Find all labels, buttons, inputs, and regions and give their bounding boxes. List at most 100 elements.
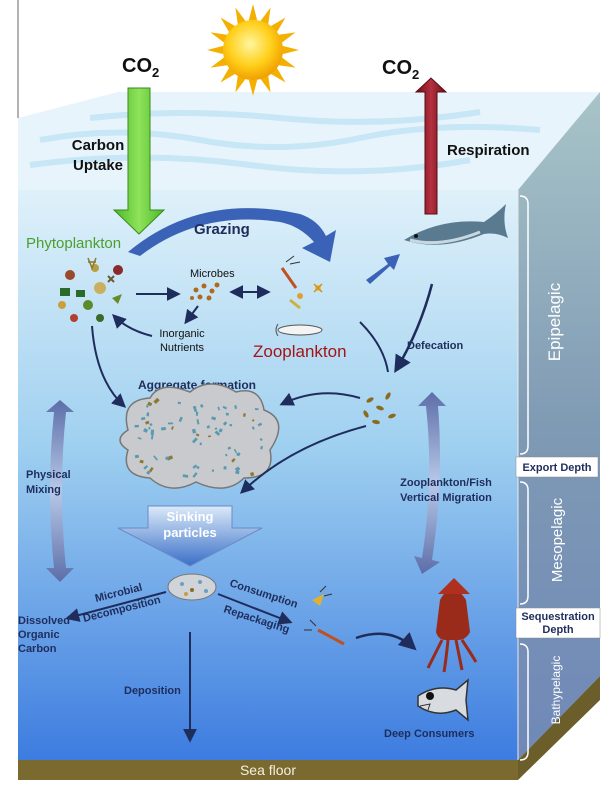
aggregate-particle <box>235 470 240 475</box>
aggregate-particle <box>222 421 228 426</box>
aggregate-particle <box>150 429 155 435</box>
aggregate-particle <box>167 422 174 425</box>
aggregate-particle <box>224 453 228 457</box>
sun-ray <box>210 57 228 68</box>
sequestration-depth-box <box>515 607 601 639</box>
respiration-arrow <box>414 77 448 215</box>
aggregate-particle <box>145 404 149 408</box>
aggregate-particle <box>145 420 150 425</box>
aggregate-particle <box>199 442 202 446</box>
aggregate-particle <box>211 469 215 472</box>
sun-ray <box>260 75 271 93</box>
aggregate-particle <box>171 426 174 430</box>
sun-ray <box>248 4 258 21</box>
zoo-to-squid-arrow <box>355 632 417 651</box>
fish-icon <box>404 204 508 245</box>
mesopelagic-bracket <box>519 481 529 605</box>
aggregate-particle <box>137 437 142 440</box>
sun-ray <box>235 75 246 93</box>
aggregate-particle <box>206 425 211 429</box>
aggregate-particle <box>236 452 240 456</box>
aggregate-particle <box>192 464 198 469</box>
aggregate-particle <box>143 428 149 433</box>
aggregate-particle <box>251 426 255 430</box>
sun-icon <box>207 4 299 96</box>
sun-ray <box>248 79 258 96</box>
pellets-to-aggregate-arrow <box>279 392 361 406</box>
nutrients-to-phyto-arrow <box>112 314 153 337</box>
aggregate-particle <box>191 437 198 444</box>
sun-ray <box>278 57 296 68</box>
side-panel <box>518 92 600 760</box>
zooplankton-icon <box>275 255 323 337</box>
microbial-decomposition-arrow <box>65 591 167 622</box>
aggregate-particle <box>231 457 236 463</box>
zoo-to-fecal-arrow <box>359 321 389 373</box>
aggregate-particle <box>214 430 221 436</box>
grazing-label: Grazing <box>194 221 250 238</box>
sun-ray <box>282 45 299 55</box>
aggregate-particle <box>217 406 221 411</box>
aggregate-particle <box>153 455 158 461</box>
aggregate-particle <box>146 413 150 417</box>
aggregate-particle <box>251 419 255 422</box>
zooplankton-label: Zooplankton <box>253 342 347 361</box>
physical-mixing-arrow <box>46 400 74 582</box>
aggregate-particle <box>153 397 160 405</box>
aggregate-particle <box>260 445 263 450</box>
aggregate-particle <box>233 448 238 454</box>
ocean-column <box>18 190 518 760</box>
sun-ray <box>260 7 271 25</box>
aggregate-particle <box>148 426 151 430</box>
bathypelagic-label: Bathypelagic <box>549 656 563 725</box>
aggregate-particle <box>178 416 183 423</box>
phyto-to-aggregate-arrow <box>91 325 127 408</box>
respiration-label: Respiration <box>447 142 530 159</box>
defecation-label: Defecation <box>407 340 464 352</box>
aggregate-particle <box>218 428 223 433</box>
pellets-to-sinking-arrow <box>239 425 367 494</box>
phytoplankton-label: Phytoplankton <box>26 235 121 252</box>
aggregate-particle <box>225 412 229 416</box>
aggregate-particle <box>229 423 233 427</box>
sun-ray <box>278 32 296 43</box>
small-aggregate-icon <box>167 573 217 601</box>
co2-out-label: CO2 <box>382 57 419 82</box>
sinking-particles-arrow <box>117 505 263 567</box>
export-depth-label: Export Depth <box>522 462 591 474</box>
deposition-label: Deposition <box>124 685 181 697</box>
fecal-pellets-icon <box>363 392 396 425</box>
aggregate-particle <box>150 433 154 440</box>
aggregate-particle <box>250 472 255 477</box>
aggregate-particle <box>227 446 232 450</box>
deep-consumers-label: Deep Consumers <box>384 728 474 740</box>
vertical-migration-arrow <box>414 392 446 574</box>
aggregate-cloud-icon <box>119 383 280 489</box>
microbes-icon <box>190 282 220 301</box>
deep-fish-icon <box>417 678 469 722</box>
mesopelagic-label: Mesopelagic <box>549 497 566 582</box>
aggregate-particle <box>259 438 263 441</box>
consumption-arrow <box>217 593 293 625</box>
aggregate-particle <box>254 408 259 411</box>
defecation-arrow <box>394 283 434 374</box>
aggregate-particle <box>214 427 218 430</box>
aggregate-particle <box>182 474 189 478</box>
sun-ray <box>235 7 246 25</box>
aggregate-particle <box>143 465 149 470</box>
microbes-to-nutrients-arrow <box>184 305 199 325</box>
aggregate-particle <box>199 403 204 408</box>
aggregate-particle <box>141 416 146 421</box>
aggregate-particle <box>165 456 170 461</box>
aggregate-particle <box>134 424 139 428</box>
bathypelagic-bracket <box>519 643 529 761</box>
microbes-label: Microbes <box>190 268 235 280</box>
aggregate-particle <box>257 422 263 427</box>
